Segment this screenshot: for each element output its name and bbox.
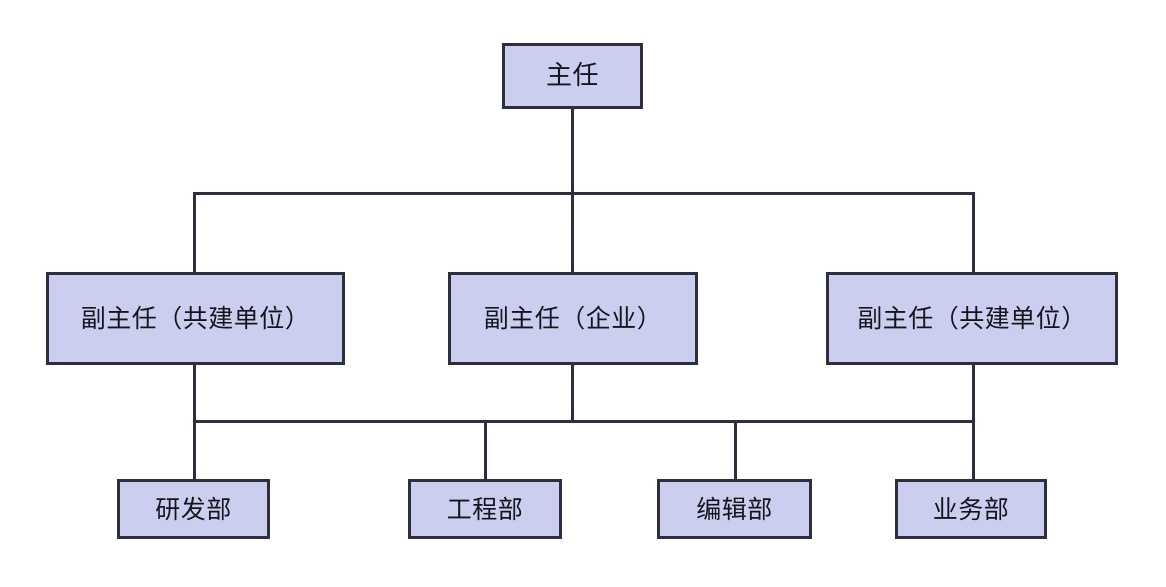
node-dept-rd[interactable]: 研发部 — [117, 479, 270, 539]
node-dept-engineering-label: 工程部 — [446, 494, 524, 524]
node-dept-rd-label: 研发部 — [155, 494, 232, 524]
connector-director-stem — [571, 108, 574, 195]
node-deputy-right-label: 副主任（共建单位） — [857, 304, 1087, 333]
connector-stem-deputy-left — [193, 364, 196, 422]
connector-lower-bus — [193, 420, 975, 423]
node-dept-business-label: 业务部 — [932, 494, 1010, 524]
node-dept-business[interactable]: 业务部 — [895, 479, 1047, 539]
node-deputy-center[interactable]: 副主任（企业） — [448, 272, 698, 365]
node-deputy-right[interactable]: 副主任（共建单位） — [826, 272, 1118, 365]
node-deputy-center-label: 副主任（企业） — [483, 304, 663, 333]
node-director[interactable]: 主任 — [502, 43, 643, 109]
connector-drop-dept-rd — [193, 420, 196, 480]
connector-drop-dept-business — [972, 420, 975, 480]
connector-drop-dept-engineering — [484, 420, 487, 480]
connector-stem-deputy-right — [972, 364, 975, 422]
connector-drop-deputy-center — [571, 192, 574, 274]
connector-drop-dept-editorial — [734, 420, 737, 480]
node-director-label: 主任 — [545, 61, 599, 91]
node-dept-editorial[interactable]: 编辑部 — [657, 479, 812, 539]
connector-drop-deputy-right — [972, 192, 975, 274]
connector-upper-bus — [193, 192, 975, 195]
node-deputy-left-label: 副主任（共建单位） — [80, 304, 311, 333]
node-dept-editorial-label: 编辑部 — [696, 494, 773, 524]
node-deputy-left[interactable]: 副主任（共建单位） — [46, 272, 345, 365]
connector-drop-deputy-left — [193, 192, 196, 274]
connector-stem-deputy-center — [571, 364, 574, 422]
node-dept-engineering[interactable]: 工程部 — [408, 479, 562, 539]
